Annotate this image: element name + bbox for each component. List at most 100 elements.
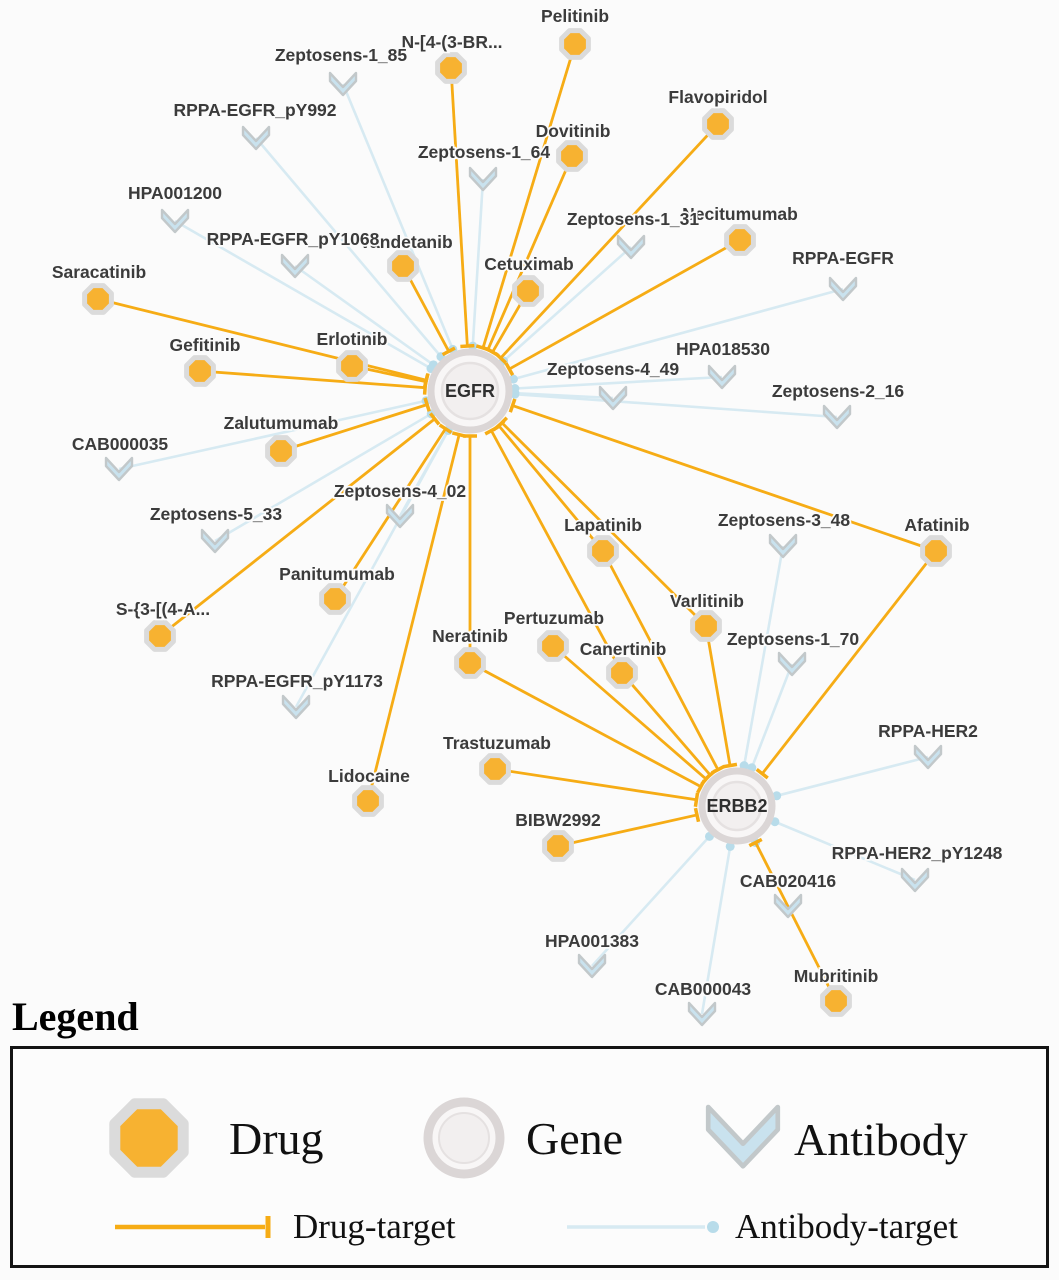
edge-drug-target <box>449 67 469 347</box>
legend-item-gene: Gene <box>414 1087 623 1189</box>
drug-edge-tee <box>423 397 431 412</box>
drug-node-varlitinib[interactable] <box>690 610 722 642</box>
edge-antibody-target <box>294 264 435 366</box>
drug-node-necitumumab[interactable] <box>724 224 756 256</box>
edge-antibody-target <box>341 83 454 350</box>
gene-label: EGFR <box>445 381 495 401</box>
node-label: Panitumumab <box>279 564 395 584</box>
drug-node-trastuzumab[interactable] <box>479 753 511 785</box>
drug-edge-tee <box>722 762 738 769</box>
drug-node-erlotinib[interactable] <box>336 350 368 382</box>
edge-drug-target <box>500 421 707 627</box>
gene-node-egfr[interactable] <box>427 348 513 434</box>
edge-antibody-target <box>514 392 838 419</box>
antibody-node-rppa-egfr-py1173[interactable] <box>281 694 311 720</box>
antibody-edges <box>118 83 929 1015</box>
legend-drug-label: Drug <box>229 1112 324 1164</box>
node-label: Dovitinib <box>536 121 611 141</box>
drug-node-lapatinib[interactable] <box>587 535 619 567</box>
antibody-node-hpa001200[interactable] <box>160 208 190 234</box>
edge-drug-target <box>199 369 426 390</box>
node-label: HPA018530 <box>676 339 770 359</box>
node-label: Gefitinib <box>170 335 241 355</box>
drug-node-neratinib[interactable] <box>454 647 486 679</box>
drug-node-pertuzumab[interactable] <box>537 630 569 662</box>
antibody-node-hpa001383[interactable] <box>577 953 607 979</box>
antibody-node-zeptosens-1-85[interactable] <box>328 71 358 97</box>
drug-edge-tee <box>504 362 515 376</box>
antibody-node-zeptosens-2-16[interactable] <box>822 404 852 430</box>
antibody-node-zeptosens-4-49[interactable] <box>598 385 628 411</box>
edge-antibody-target <box>742 545 785 766</box>
node-label: HPA001383 <box>545 931 639 951</box>
antibody-node-zeptosens-1-64[interactable] <box>468 166 498 192</box>
drug-edge-tee <box>693 792 700 807</box>
drug-node-afatinib[interactable] <box>920 535 952 567</box>
legend-item-antibody-target: Antibody-target <box>563 1207 958 1247</box>
node-label: RPPA-HER2 <box>878 721 978 741</box>
drug-node-flavopiridol[interactable] <box>702 108 734 140</box>
edge-antibody-target <box>214 412 432 543</box>
node-label: Canertinib <box>580 639 667 659</box>
node-label: Zalutumumab <box>224 413 339 433</box>
node-label: Afatinib <box>904 515 969 535</box>
antibody-node-zeptosens-1-70[interactable] <box>777 651 807 677</box>
drug-node-bibw2992[interactable] <box>542 830 574 862</box>
node-label: RPPA-EGFR <box>792 248 894 268</box>
antibody-node-rppa-egfr-py992[interactable] <box>241 125 271 151</box>
drug-edges <box>97 43 938 1002</box>
antibody-edge-dot <box>510 389 520 399</box>
drug-node-zalutumumab[interactable] <box>265 435 297 467</box>
gene-label: ERBB2 <box>706 796 767 816</box>
node-label: Pertuzumab <box>504 608 604 628</box>
drug-node-saracatinib[interactable] <box>82 283 114 315</box>
antibody-node-zeptosens-3-48[interactable] <box>768 533 798 559</box>
node-label: N-[4-(3-BR... <box>401 32 502 52</box>
edge-antibody-target <box>700 846 732 1015</box>
drug-node-pelitinib[interactable] <box>559 28 591 60</box>
antibody-node-cab020416[interactable] <box>773 893 803 919</box>
node-label: CAB000035 <box>72 434 169 454</box>
antibody-node-zeptosens-5-33[interactable] <box>200 528 230 554</box>
drug-node-panitumumab[interactable] <box>319 583 351 615</box>
drug-node-vandetanib[interactable] <box>387 250 419 282</box>
drug-node-gefitinib[interactable] <box>184 355 216 387</box>
antibody-node-cab000035[interactable] <box>104 456 134 482</box>
node-label: Zeptosens-1_64 <box>418 142 551 162</box>
antibody-node-rppa-her2-py1248[interactable] <box>900 867 930 893</box>
edge-drug-target <box>366 434 461 802</box>
drug-node-lidocaine[interactable] <box>352 785 384 817</box>
drug-node-s-3-4-a[interactable] <box>144 620 176 652</box>
node-label: Erlotinib <box>317 329 388 349</box>
drug-node-mubritinib[interactable] <box>820 985 852 1017</box>
gene-node-erbb2[interactable] <box>698 767 776 845</box>
drug-edge-tee <box>485 347 500 358</box>
legend-item-drug-target: Drug-target <box>111 1205 456 1249</box>
node-label: Pelitinib <box>541 6 609 26</box>
antibody-node-zeptosens-4-02[interactable] <box>385 503 415 529</box>
edge-drug-target <box>557 813 698 848</box>
edge-antibody-target <box>471 178 485 347</box>
antibody-node-rppa-egfr-py1068[interactable] <box>280 253 310 279</box>
edge-antibody-target <box>118 399 427 471</box>
antibody-node-rppa-her2[interactable] <box>913 744 943 770</box>
antibody-node-hpa018530[interactable] <box>707 364 737 390</box>
drug-node-cetuximab[interactable] <box>512 275 544 307</box>
drug-edge-tee <box>703 769 717 781</box>
drug-node-n-4-3-br[interactable] <box>435 52 467 84</box>
node-label: Zeptosens-5_33 <box>150 504 283 524</box>
drug-edge-tee <box>755 767 769 780</box>
drug-target-edge-icon <box>115 1216 271 1238</box>
drug-edge-tee <box>508 398 517 413</box>
drug-edge-tee <box>460 343 475 349</box>
legend-drug-target-label: Drug-target <box>293 1207 456 1246</box>
antibody-node-rppa-egfr[interactable] <box>828 276 858 302</box>
edge-drug-target <box>97 297 427 382</box>
antibody-node-zeptosens-1-31[interactable] <box>616 234 646 260</box>
node-label: CAB020416 <box>740 871 837 891</box>
drug-node-canertinib[interactable] <box>606 657 638 689</box>
edge-drug-target <box>601 550 720 771</box>
drug-node-dovitinib[interactable] <box>556 140 588 172</box>
antibody-node-cab000043[interactable] <box>687 1001 717 1027</box>
